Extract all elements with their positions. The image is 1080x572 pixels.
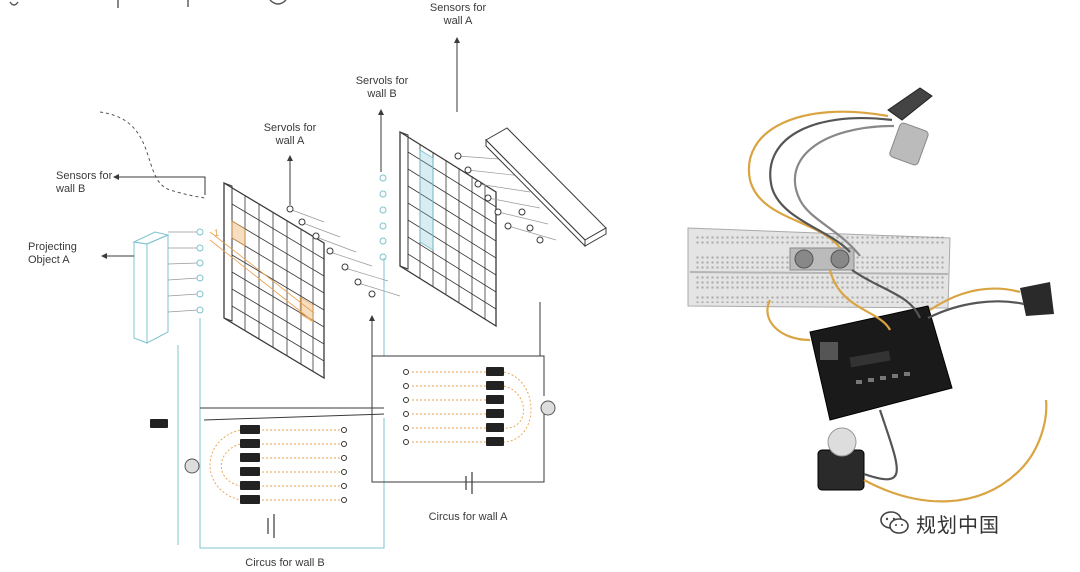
sensors-wall-b-arrow — [113, 174, 206, 195]
wall-b-projection-lines — [209, 231, 315, 323]
prototype-photo — [687, 87, 1054, 503]
label-projecting-object: Projecting Object A — [28, 241, 77, 266]
wall-b-servos — [379, 174, 387, 261]
wall-a-servo-rods — [291, 209, 401, 297]
watermark: 规划中国 — [880, 507, 1000, 539]
wall-a-sensors — [454, 152, 544, 244]
grid-marker-label: 1 — [214, 228, 219, 238]
ultrasonic-sensor — [789, 247, 855, 271]
label-servols-wall-a: Servols for wall A — [263, 122, 317, 147]
watermark-text: 规划中国 — [916, 512, 1000, 537]
label-servols-wall-b: Servols for wall B — [355, 75, 409, 100]
wall-b-grid — [223, 181, 325, 380]
legend-sensor-symbol — [150, 419, 168, 428]
cable-connector — [1020, 282, 1054, 316]
wall-b-highlight — [231, 220, 314, 323]
potentiometer-wall-b — [184, 458, 200, 474]
label-circus-wall-b: Circus for wall B — [245, 557, 325, 569]
projecting-object-wall-a — [485, 127, 607, 248]
potentiometer-wall-a — [540, 400, 556, 416]
cropped-title-fragment — [9, 0, 287, 8]
label-sensors-wall-a: Sensors for wall A — [429, 2, 487, 27]
wall-a-highlight-column — [419, 149, 434, 251]
label-circus-wall-a: Circus for wall A — [428, 511, 508, 523]
circuit-wall-a — [403, 367, 556, 494]
top-sensor-module — [887, 87, 933, 166]
battery-wall-b — [267, 514, 275, 538]
battery-wall-a — [465, 472, 473, 494]
label-sensors-wall-b: Sensors for wall B — [56, 170, 113, 195]
servo-motor — [817, 427, 865, 491]
projecting-object-a — [132, 231, 170, 344]
wall-a-servos — [286, 205, 376, 298]
wechat-icon — [880, 511, 909, 534]
circuit-wall-b — [150, 419, 347, 538]
wall-a-grid — [399, 130, 497, 328]
connector-wires-dark — [200, 302, 545, 483]
connector-wires — [177, 258, 385, 549]
dotted-projection-path — [99, 111, 206, 199]
jumper-wires — [747, 110, 1048, 503]
projection-beams-b — [167, 231, 199, 313]
wall-b-sensors — [196, 228, 204, 314]
arduino-board — [809, 305, 953, 421]
